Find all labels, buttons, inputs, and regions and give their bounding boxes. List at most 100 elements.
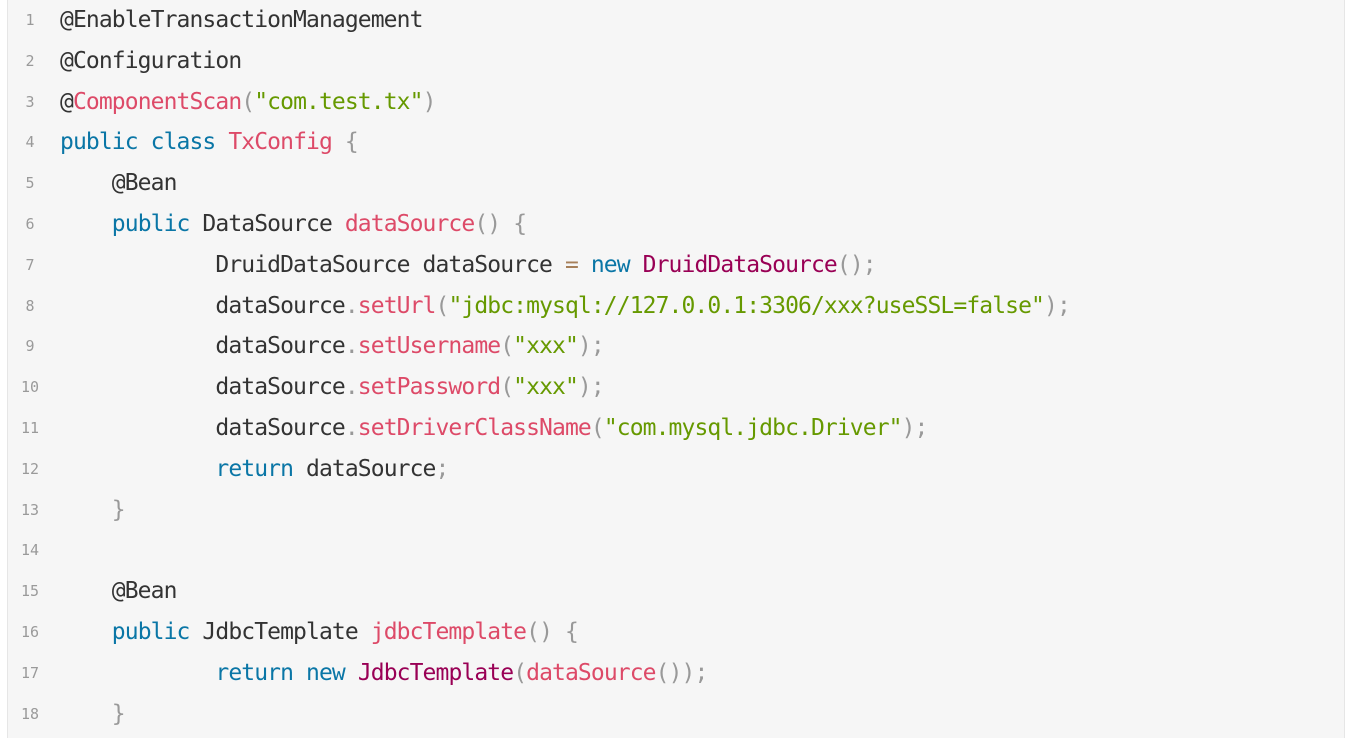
code-token: "jdbc:mysql://127.0.0.1:3306/xxx?useSSL=… — [448, 292, 1045, 319]
line-code: return dataSource; — [60, 449, 449, 490]
code-token: @Bean — [60, 170, 178, 197]
line-code: @ComponentScan("com.test.tx") — [60, 82, 436, 123]
line-code: } — [60, 694, 126, 735]
code-token — [60, 701, 112, 727]
code-token: @Bean — [60, 578, 178, 605]
line-number: 11 — [20, 418, 40, 437]
code-token: dataSource — [60, 414, 345, 441]
code-token: @EnableTransactionManagement — [60, 7, 423, 33]
code-token: ( — [241, 88, 255, 115]
code-token: public — [111, 618, 191, 645]
code-token: () — [526, 618, 553, 645]
code-token: ComponentScan — [72, 88, 242, 115]
code-block[interactable]: 1 @EnableTransactionManagement 2 @Configura… — [7, 0, 1345, 738]
line-number: 9 — [25, 337, 35, 356]
line-code: } — [60, 490, 126, 531]
code-token: . — [344, 374, 359, 401]
line-number: 5 — [25, 174, 35, 193]
code-token — [60, 619, 112, 645]
line-number: 6 — [25, 214, 35, 233]
code-token — [552, 619, 565, 645]
line-code: DruidDataSource dataSource = new DruidDa… — [60, 245, 876, 286]
code-token — [60, 497, 112, 523]
code-token: ; — [862, 251, 877, 278]
code-token: dataSource — [60, 374, 345, 401]
code-token: DruidDataSource dataSource — [60, 251, 565, 278]
code-token: dataSource — [60, 292, 345, 319]
code-token: ()) — [655, 659, 696, 686]
code-token: () — [836, 251, 864, 278]
code-token: return — [215, 659, 294, 686]
code-token: ); — [1044, 292, 1071, 319]
code-token: { — [344, 129, 359, 156]
line-number: 10 — [20, 378, 40, 397]
code-token: class — [150, 129, 217, 156]
line-number: 12 — [20, 459, 40, 478]
code-token: ; — [435, 455, 449, 482]
line-code: dataSource.setUrl("jdbc:mysql://127.0.0.… — [60, 286, 1070, 327]
code-token: public — [60, 129, 139, 156]
code-token: () — [474, 210, 501, 237]
code-token: dataSource — [60, 333, 345, 360]
code-token: ; — [694, 659, 708, 686]
code-token — [332, 129, 345, 155]
code-token — [138, 129, 151, 155]
line-code: @Bean — [60, 163, 178, 204]
code-token: { — [564, 618, 579, 645]
code-token: ( — [513, 659, 527, 686]
code-token — [293, 660, 306, 686]
line-code: public DataSource dataSource() { — [60, 204, 527, 245]
line-number: 18 — [20, 704, 40, 723]
code-token: return — [215, 455, 294, 482]
line-code: @Bean — [60, 571, 178, 612]
code-token: = — [564, 251, 579, 278]
line-number: 16 — [20, 622, 40, 641]
code-token: "xxx" — [513, 333, 579, 360]
code-token: "com.test.tx" — [254, 88, 423, 115]
code-token — [60, 211, 112, 237]
code-token: . — [344, 414, 359, 441]
code-token: JdbcTemplate — [357, 659, 514, 686]
line-code: public JdbcTemplate jdbcTemplate() { — [60, 612, 579, 653]
code-token — [60, 660, 215, 686]
code-token: ); — [577, 333, 605, 360]
code-token: ( — [500, 374, 514, 401]
code-token: @ — [60, 88, 74, 115]
line-number: 2 — [25, 51, 35, 70]
code-token: @Configuration — [60, 47, 242, 74]
line-code: dataSource.setPassword("xxx"); — [60, 367, 604, 408]
code-token: { — [513, 210, 527, 237]
code-token: TxConfig — [228, 129, 332, 156]
code-token: dataSource — [526, 659, 656, 686]
line-number: 1 — [25, 11, 35, 29]
line-number: 17 — [20, 663, 40, 682]
code-token: ( — [500, 333, 514, 360]
code-token: ); — [901, 414, 929, 441]
line-number: 4 — [25, 133, 35, 152]
code-token: ( — [435, 292, 449, 319]
line-code: @EnableTransactionManagement — [60, 0, 423, 41]
line-number: 13 — [20, 500, 40, 519]
code-token: } — [111, 700, 126, 727]
code-token: setUrl — [357, 292, 437, 319]
code-token: new — [306, 659, 346, 686]
code-token — [500, 211, 513, 237]
line-code: public class TxConfig { — [60, 122, 359, 163]
code-token: "xxx" — [513, 374, 579, 401]
code-token: DataSource — [189, 210, 345, 237]
line-number: 15 — [20, 582, 40, 601]
code-token — [60, 456, 215, 482]
code-token: setUsername — [357, 333, 501, 360]
code-token: public — [111, 210, 191, 237]
code-token — [215, 129, 228, 155]
code-token: JdbcTemplate — [189, 618, 371, 645]
code-token: setPassword — [357, 374, 501, 401]
code-token: DruidDataSource — [642, 251, 838, 278]
code-token — [578, 252, 591, 278]
line-code: return new JdbcTemplate(dataSource()); — [60, 653, 708, 694]
line-code: dataSource.setDriverClassName("com.mysql… — [60, 408, 928, 449]
code-token: setDriverClassName — [357, 414, 592, 441]
code-token: new — [590, 251, 631, 278]
line-code: @Configuration — [60, 41, 242, 82]
line-number: 3 — [25, 92, 35, 111]
